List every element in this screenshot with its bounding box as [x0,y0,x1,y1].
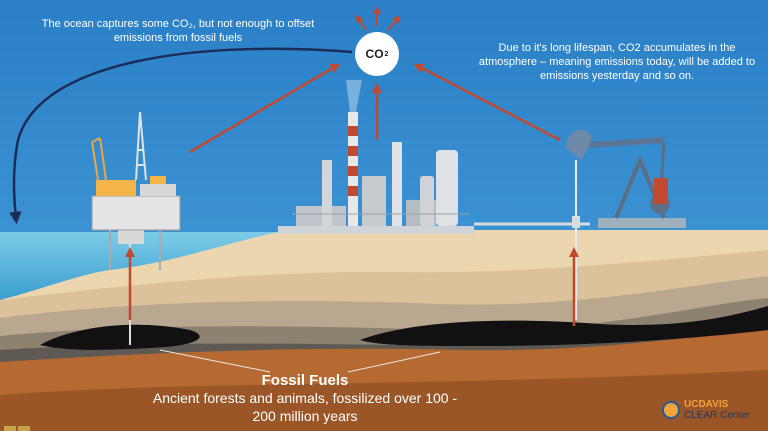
co2-ray-right [387,14,401,31]
ocean-capture-note: The ocean captures some CO₂, but not eno… [41,18,315,44]
oil-platform-icon [91,111,181,345]
clay-layer-deep [0,370,768,431]
co2-label: CO [365,47,384,61]
fossil-fuels-description: Ancient forests and animals, fossilized … [152,390,458,424]
next-slide-icon[interactable] [18,426,30,431]
ocean-capture-arrow [9,47,353,225]
pumpjack-icon [566,129,686,320]
fossil-fuels-title: Fossil Fuels [261,372,349,389]
pointer-line-right [347,351,441,373]
co2-lifespan-note: Due to it's long lifespan, CO2 accumulat… [478,42,756,82]
co2-subscript: 2 [384,50,389,58]
fossil-fuel-deposit-right [360,306,768,346]
slide-nav-controls[interactable] [4,421,46,431]
smoke-plume [346,80,362,112]
logo-center-name: CLEAR Center [684,410,751,421]
logo-mark [662,401,680,419]
arrow-pumpjack-to-co2 [413,63,561,142]
ucdavis-logo-icon: UCDAVIS CLEAR Center [662,399,762,423]
co2-ray-left [355,14,367,31]
arrow-platform-to-co2 [189,63,341,154]
logo-university: UCDAVIS [684,399,729,410]
pointer-line-left [159,349,271,373]
prev-slide-icon[interactable] [4,426,16,431]
refinery-icon [278,112,590,234]
fossil-fuel-deposit-left [40,324,200,350]
